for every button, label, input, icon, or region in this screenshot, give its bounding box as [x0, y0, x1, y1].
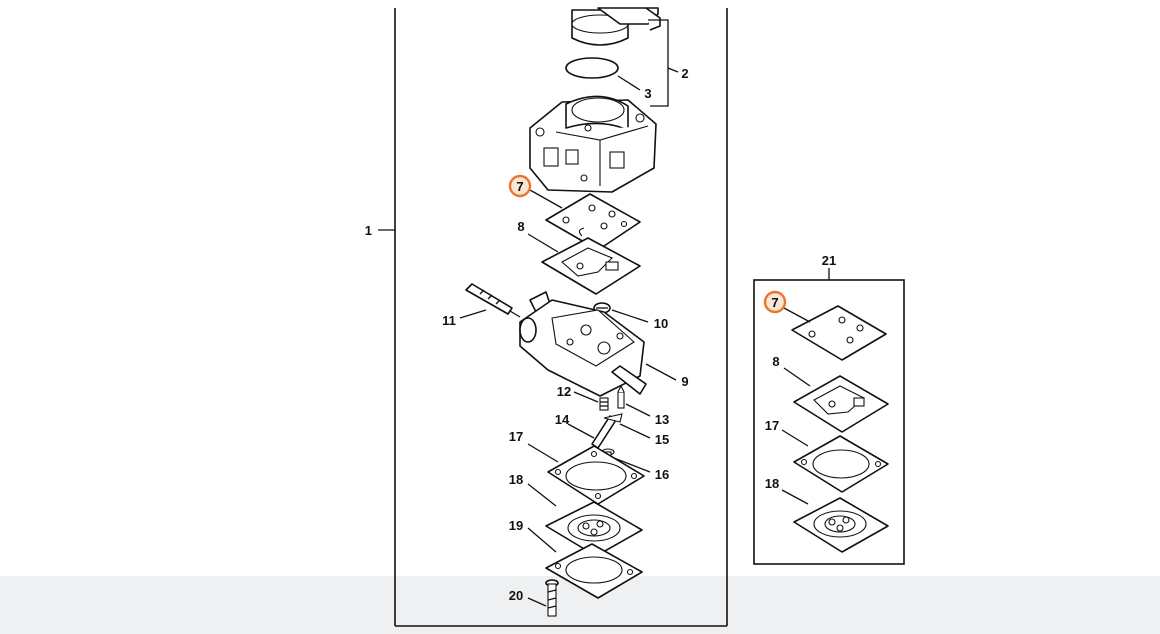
bracket-2 [648, 19, 679, 107]
leader-14 [567, 423, 595, 439]
kit-gasket-7-part [791, 305, 887, 361]
leader-10 [611, 309, 649, 323]
gasket-7-part [545, 193, 641, 251]
leader-7-kit [783, 307, 811, 323]
leader-18-kit [781, 489, 809, 505]
leader-3 [617, 75, 641, 91]
cylinder-top-part [571, 7, 661, 46]
label-10: 10 [654, 316, 668, 331]
leader-8-kit [783, 367, 811, 387]
leader-12 [573, 391, 599, 403]
highlight-ring-kit [763, 290, 787, 314]
label-18-main: 18 [509, 472, 523, 487]
label-15: 15 [655, 432, 669, 447]
lever-14-part [591, 413, 623, 449]
cover-plate-19-part [545, 543, 643, 599]
label-17-main: 17 [509, 429, 523, 444]
needle-13-part [617, 384, 625, 409]
label-8-kit: 8 [772, 354, 779, 369]
label-18-kit: 18 [765, 476, 779, 491]
leader-19 [527, 527, 557, 553]
label-19: 19 [509, 518, 523, 533]
label-3: 3 [644, 86, 651, 101]
leader-16 [613, 457, 651, 473]
kit-gasket-17-part [793, 435, 889, 493]
leader-17-kit [781, 429, 809, 447]
cylinder-block-part [529, 95, 657, 193]
diaphragm-18-part [545, 501, 643, 557]
leader-8-main [527, 233, 559, 253]
main-assembly-frame [378, 8, 728, 627]
label-8-main: 8 [517, 219, 524, 234]
label-12: 12 [557, 384, 571, 399]
leader-20 [527, 597, 547, 607]
gasket-17-part [547, 445, 645, 505]
highlight-ring-main [508, 174, 532, 198]
leader-13 [625, 403, 651, 417]
label-1: 1 [365, 223, 372, 238]
label-14: 14 [555, 412, 570, 427]
label-21: 21 [822, 253, 836, 268]
label-16: 16 [655, 467, 669, 482]
kit-diaphragm-18-part [793, 497, 889, 553]
gasket-8-part [541, 237, 641, 295]
label-9: 9 [681, 374, 688, 389]
label-20: 20 [509, 588, 523, 603]
adjust-needle-part [465, 283, 521, 318]
leader-9 [645, 363, 677, 381]
label-7-kit: 7 [771, 295, 778, 310]
leader-11 [459, 309, 487, 319]
label-2: 2 [681, 66, 688, 81]
kit-gasket-8-part [793, 375, 889, 433]
label-17-kit: 17 [765, 418, 779, 433]
label-11: 11 [442, 313, 456, 328]
screw-20-part [545, 579, 559, 617]
leader-18-main [527, 483, 557, 507]
label-13: 13 [655, 412, 669, 427]
leader-17-main [527, 443, 559, 463]
spring-12-part [599, 397, 609, 411]
carb-body-part [519, 291, 647, 397]
kit-frame [753, 268, 905, 565]
o-ring-part [565, 57, 619, 79]
leader-15 [619, 423, 651, 439]
label-7-main: 7 [516, 179, 523, 194]
leader-7-main [529, 189, 563, 209]
